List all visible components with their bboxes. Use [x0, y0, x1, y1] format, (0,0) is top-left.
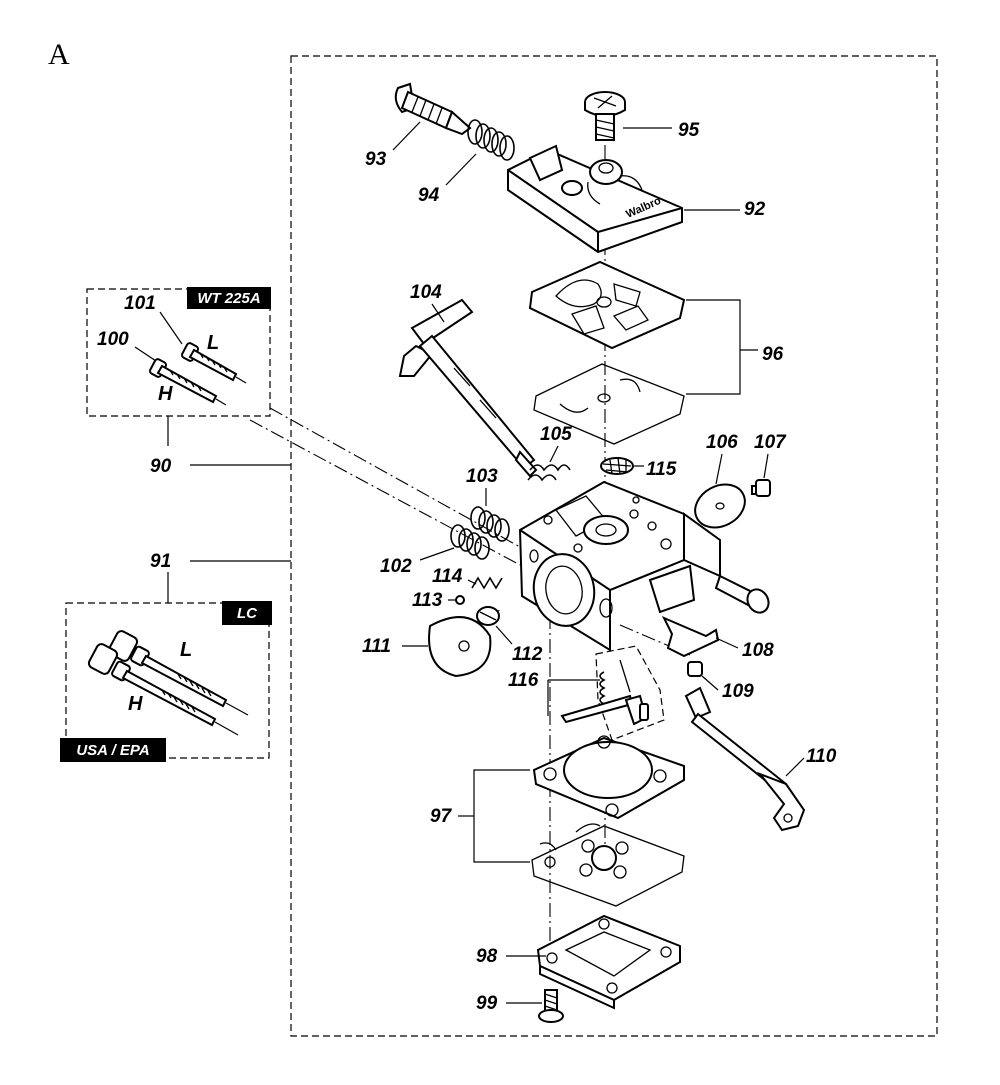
part-92-pump-cover: Walbro [507, 144, 683, 254]
carburetor-body [518, 480, 721, 652]
section-letter: A [48, 38, 70, 71]
part-97-gasket-diaphragm [531, 735, 685, 907]
label-108: 108 [742, 640, 774, 661]
axis-needle-l [269, 407, 539, 558]
label-92: 92 [744, 199, 766, 220]
part-104-throttle-shaft [398, 298, 538, 478]
part-113-ball [455, 595, 465, 605]
kit-usa-epa-badge-text: USA / EPA [76, 742, 149, 759]
part-110-choke-shaft [684, 686, 806, 832]
label-101: 101 [124, 293, 156, 314]
label-107: 107 [754, 432, 787, 453]
label-94: 94 [418, 185, 440, 206]
label-116: 116 [508, 670, 539, 691]
part-116-needle-valve-kit [560, 645, 665, 741]
label-105: 105 [540, 424, 572, 445]
fuel-inlet-fitting [714, 574, 770, 614]
callout-wt225a-h: H [158, 383, 173, 405]
kit-wt225a: WT 225A L H 101 100 [86, 287, 271, 417]
part-96-gasket-diaphragm [528, 260, 686, 445]
part-105-spring [527, 464, 571, 482]
kit-lc-badge [222, 601, 272, 625]
label-115: 115 [646, 459, 677, 480]
part-98-cover [536, 914, 681, 1010]
kit-usa-epa-badge [60, 738, 166, 762]
axis-needle-h [249, 419, 521, 566]
part-107-screw [751, 479, 771, 497]
kit-wt225a-badge [187, 287, 271, 309]
kit-wt225a-frame [86, 288, 271, 417]
needle-l-part-101 [181, 342, 247, 384]
label-110: 110 [806, 746, 837, 767]
part-93-screw [394, 82, 472, 136]
part-109-screw [687, 661, 703, 677]
label-104: 104 [410, 282, 442, 303]
part-103-spring [470, 506, 510, 542]
part-112-screw [476, 606, 500, 626]
label-103: 103 [466, 466, 498, 487]
label-102: 102 [380, 556, 412, 577]
label-100: 100 [97, 329, 129, 350]
label-91: 91 [150, 551, 171, 572]
part-115-screen [600, 457, 634, 475]
label-106: 106 [706, 432, 738, 453]
kit-wt225a-badge-text: WT 225A [197, 290, 260, 307]
label-95: 95 [678, 120, 700, 141]
kit-lc-badge-text: LC [237, 605, 258, 622]
label-114: 114 [432, 566, 463, 587]
part-99-screw [538, 989, 564, 1023]
callout-lc-h: H [128, 693, 143, 715]
part-108-lever [661, 616, 720, 658]
kit-lc-usa-epa: LC USA / EPA L H [60, 601, 272, 762]
label-111: 111 [362, 636, 391, 657]
part-102-spring [450, 524, 490, 560]
part-106-plate [694, 483, 746, 529]
needle-h-part-100 [149, 358, 227, 406]
label-112: 112 [512, 644, 543, 665]
part-95-screw [584, 91, 626, 141]
callout-wt225a-l: L [207, 332, 219, 354]
assembly-frame [290, 55, 938, 1037]
label-90: 90 [150, 456, 172, 477]
label-98: 98 [476, 946, 498, 967]
kit-lc-frame [65, 602, 270, 759]
part-111-choke-plate [428, 616, 492, 678]
label-109: 109 [722, 681, 754, 702]
label-97: 97 [430, 806, 453, 827]
part-114-spring [471, 576, 503, 590]
part-94-spring [467, 119, 515, 161]
label-113: 113 [412, 590, 443, 611]
label-93: 93 [365, 149, 387, 170]
label-96: 96 [762, 344, 784, 365]
callout-lc-l: L [180, 639, 192, 661]
needle-h-limiter [87, 643, 239, 736]
label-99: 99 [476, 993, 498, 1014]
